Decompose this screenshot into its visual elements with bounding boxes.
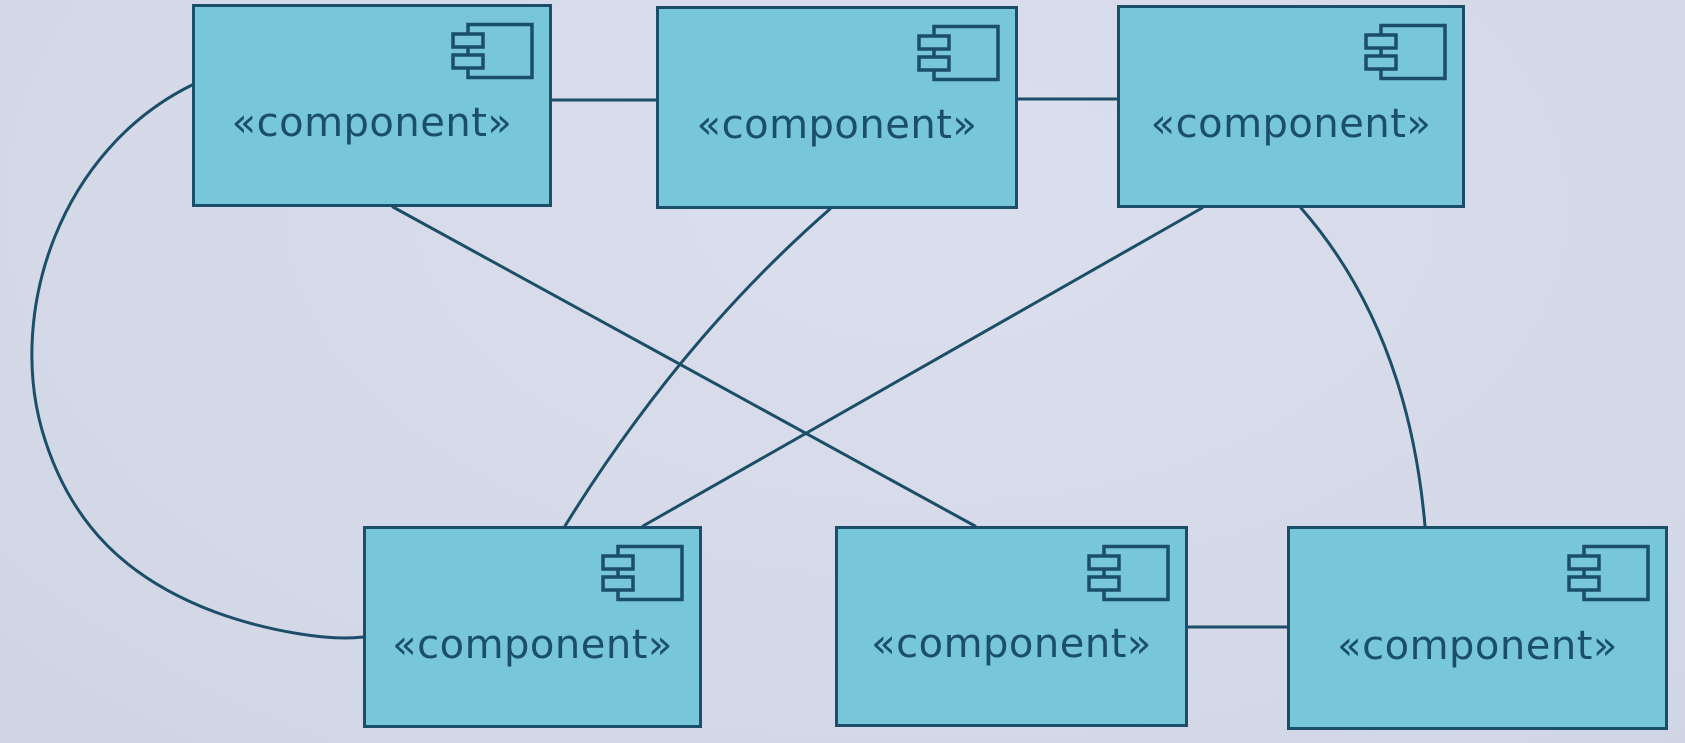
edge-component1-component5[interactable] [391, 205, 977, 528]
component-stereotype-label: «component» [871, 621, 1152, 668]
component-node-1[interactable]: «component» [192, 4, 552, 207]
component-stereotype-label: «component» [231, 100, 513, 147]
component-icon [917, 24, 1000, 82]
component-stereotype-label: «component» [1337, 622, 1618, 669]
edge-component2-component4[interactable] [563, 207, 832, 528]
edge-component3-component6[interactable] [1299, 206, 1427, 528]
component-icon [451, 22, 534, 80]
component-icon [1364, 23, 1447, 81]
component-icon [1087, 544, 1170, 602]
edge-component1-component4[interactable] [30, 83, 365, 640]
component-icon [1567, 544, 1650, 602]
edge-component3-component4[interactable] [641, 206, 1204, 528]
component-node-5[interactable]: «component» [835, 526, 1188, 727]
component-node-4[interactable]: «component» [363, 526, 702, 728]
component-stereotype-label: «component» [392, 621, 673, 668]
component-stereotype-label: «component» [1150, 101, 1432, 148]
component-stereotype-label: «component» [696, 102, 978, 149]
component-icon [601, 544, 684, 602]
component-node-2[interactable]: «component» [656, 6, 1018, 209]
component-node-6[interactable]: «component» [1287, 526, 1668, 730]
component-node-3[interactable]: «component» [1117, 5, 1465, 208]
